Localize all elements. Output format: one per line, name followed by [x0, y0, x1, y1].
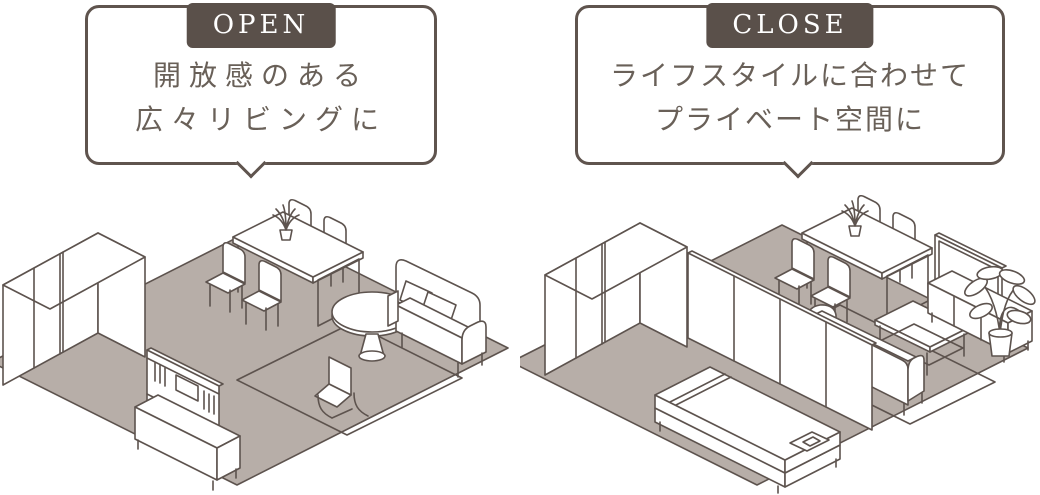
panel-close: CLOSE ライフスタイルに合わせて プライベート空間に: [520, 0, 1040, 494]
tv-sideboard: [927, 232, 1033, 363]
bubble-pointer: [782, 147, 814, 179]
open-caption-line2: 広々リビングに: [134, 103, 387, 136]
sofa: [387, 259, 487, 378]
open-caption-line1: 開放感のある: [152, 59, 369, 92]
speech-bubble-close: CLOSE ライフスタイルに合わせて プライベート空間に: [575, 3, 1005, 179]
bed: [654, 366, 841, 494]
open-room-illustration: [0, 195, 509, 491]
open-badge: OPEN: [186, 3, 336, 48]
close-badge: CLOSE: [706, 3, 874, 48]
close-caption: ライフスタイルに合わせて プライベート空間に: [578, 54, 1002, 142]
panel-open: OPEN 開放感のある 広々リビングに: [0, 0, 520, 494]
open-caption: 開放感のある 広々リビングに: [88, 54, 434, 142]
armchair: [314, 356, 369, 419]
rug: [236, 322, 463, 436]
partition-wall: [687, 250, 877, 431]
coffee-table: [874, 300, 969, 376]
tv-panel-unit: [134, 347, 241, 491]
potted-plant: [964, 265, 1036, 357]
close-room-illustration: [520, 195, 1036, 494]
close-caption-line2: プライベート空間に: [654, 103, 925, 136]
close-caption-line1: ライフスタイルに合わせて: [609, 59, 970, 92]
bubble-pointer: [235, 147, 267, 179]
speech-bubble-open: OPEN 開放感のある 広々リビングに: [85, 3, 437, 179]
